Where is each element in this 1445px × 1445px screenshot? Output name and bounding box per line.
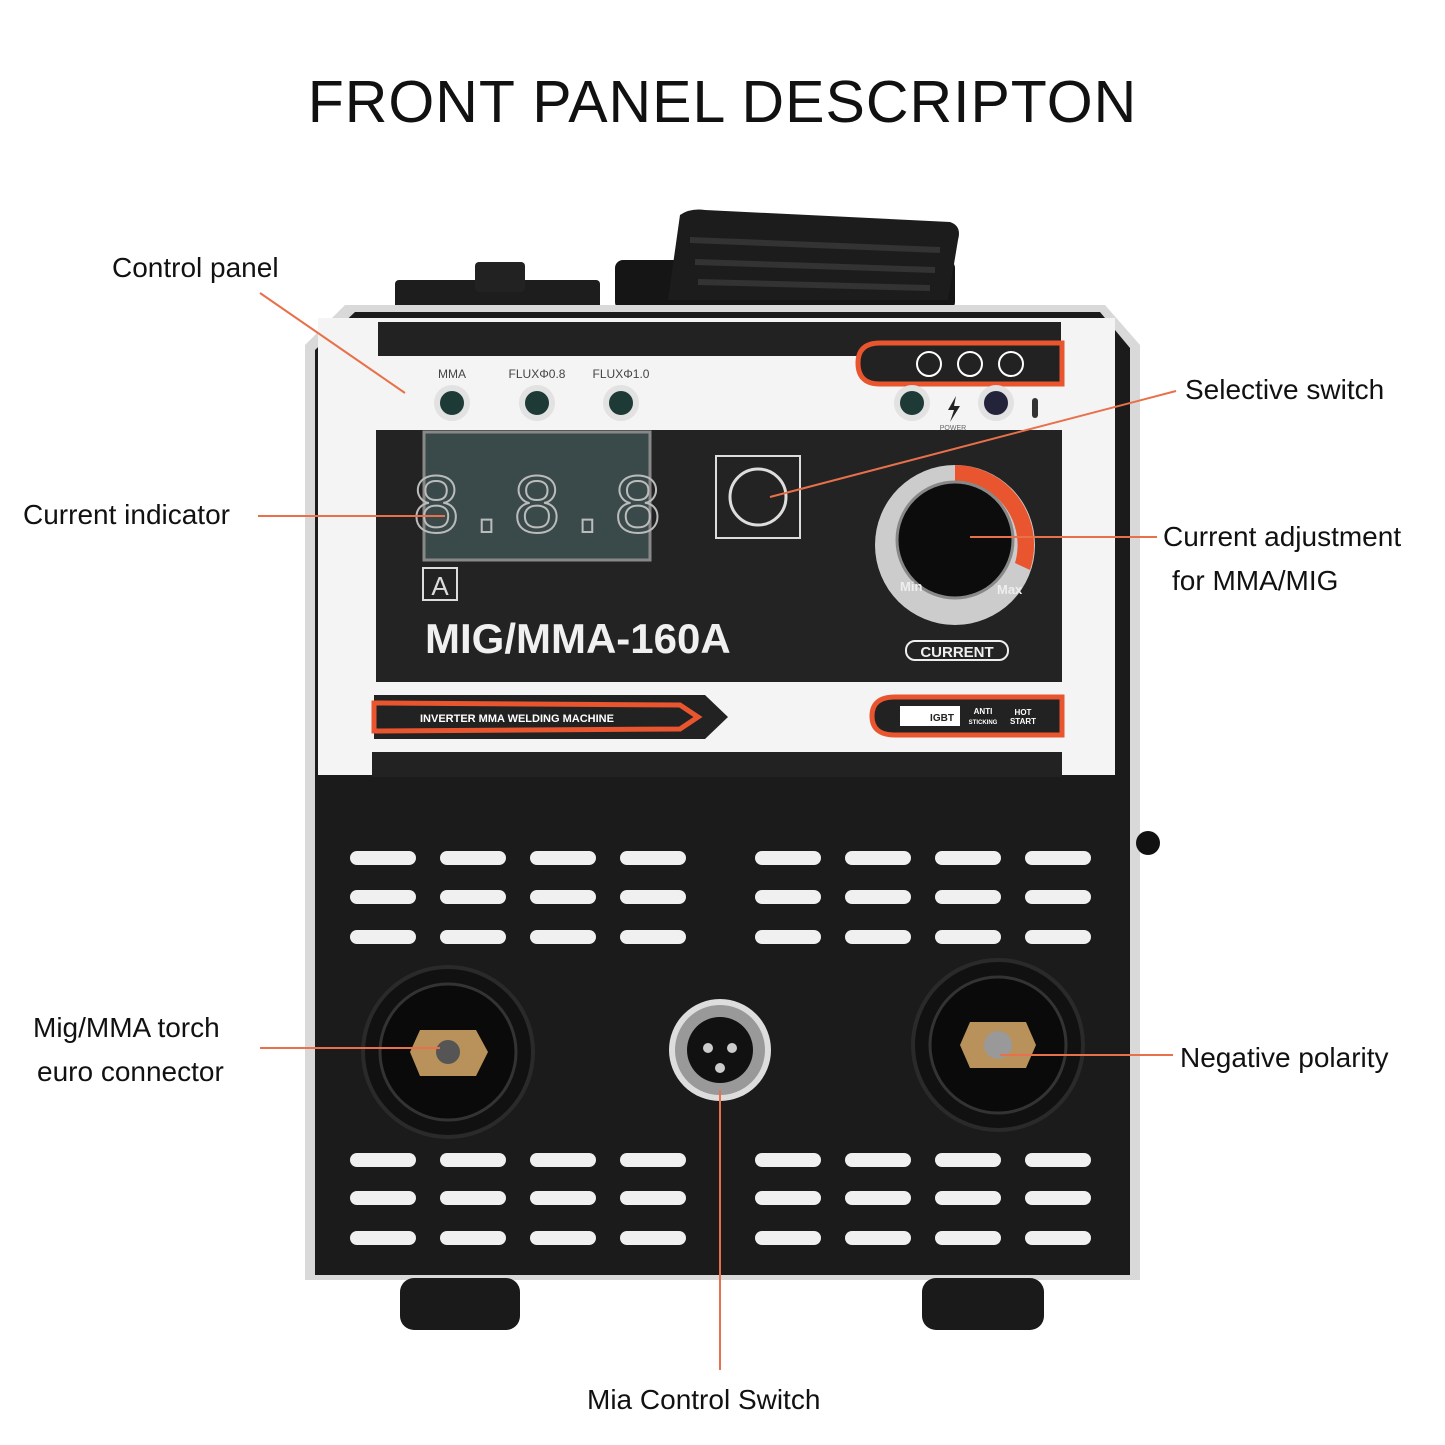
display-digits: 8.8.8 — [411, 463, 663, 558]
manual-icon — [957, 351, 983, 377]
vent-slot — [440, 930, 506, 944]
vent-slot — [530, 890, 596, 904]
vent-slot — [350, 1191, 416, 1205]
thermometer-icon — [1032, 398, 1038, 418]
carry-handle — [395, 209, 959, 310]
badge-start: START — [1010, 717, 1036, 726]
vent-slot — [530, 1231, 596, 1245]
overheat-led — [978, 385, 1014, 421]
vent-slot — [530, 851, 596, 865]
callout-negative-polarity: Negative polarity — [1180, 1042, 1389, 1073]
vent-slot — [755, 930, 821, 944]
vent-slot — [935, 930, 1001, 944]
foot-right — [922, 1278, 1044, 1330]
vent-slot — [1025, 1153, 1091, 1167]
mode-label-flux08: FLUXΦ0.8 — [509, 367, 566, 381]
vent-slot — [350, 851, 416, 865]
vent-slot — [620, 1191, 686, 1205]
vent-slot — [440, 1191, 506, 1205]
vent-slot — [350, 890, 416, 904]
unit-label: A — [431, 571, 449, 601]
helmet-icon — [998, 351, 1024, 377]
vent-slot — [1025, 890, 1091, 904]
mode-label-mma: MMA — [438, 367, 466, 381]
badge-hot: HOT — [1015, 708, 1032, 717]
callout-torch-2: euro connector — [37, 1056, 224, 1087]
model-name: MIG/MMA-160A — [425, 615, 731, 662]
vent-slot — [935, 1231, 1001, 1245]
vent-slot — [845, 1153, 911, 1167]
vent-slot — [845, 851, 911, 865]
vent-slot — [935, 851, 1001, 865]
no-dispose-icon — [916, 351, 942, 377]
safety-icons-strip — [855, 340, 1065, 387]
knob-min: Min — [900, 579, 922, 594]
vent-slot — [935, 1191, 1001, 1205]
callout-selective-switch: Selective switch — [1185, 374, 1385, 405]
badge-sticking: STICKING — [969, 720, 998, 726]
vent-slot — [1025, 851, 1091, 865]
vent-slot — [1025, 1191, 1091, 1205]
vent-slot — [845, 1231, 911, 1245]
vent-slot — [440, 1231, 506, 1245]
rotate-icon — [728, 467, 788, 527]
vent-slot — [350, 930, 416, 944]
page-title: FRONT PANEL DESCRIPTON — [307, 69, 1138, 135]
vent-slot — [1025, 1231, 1091, 1245]
badge-igbt: IGBT — [930, 713, 954, 724]
current-display — [422, 430, 652, 562]
vent-slot — [440, 890, 506, 904]
knob-max: Max — [997, 582, 1023, 597]
vent-slot — [1025, 930, 1091, 944]
callout-control-switch: Mia Control Switch — [587, 1384, 821, 1415]
callout-current-adjustment-2: for MMA/MIG — [1172, 565, 1339, 596]
vent-slot — [755, 890, 821, 904]
vent-slot — [620, 1231, 686, 1245]
power-icon — [948, 396, 960, 422]
vent-slot — [935, 1153, 1001, 1167]
callout-current-adjustment-1: Current adjustment — [1163, 521, 1402, 552]
badge-anti: ANTI — [974, 707, 993, 716]
mode-led-flux10 — [603, 385, 639, 421]
vent-slot — [755, 1191, 821, 1205]
mode-label-flux10: FLUXΦ1.0 — [593, 367, 650, 381]
vent-slot — [350, 1231, 416, 1245]
vent-slot — [755, 1153, 821, 1167]
banner-text: INVERTER MMA WELDING MACHINE — [420, 713, 614, 725]
mode-led-mma — [434, 385, 470, 421]
vent-slot — [530, 930, 596, 944]
vent-slot — [620, 851, 686, 865]
vent-grille — [350, 851, 1091, 1245]
vent-slot — [530, 1153, 596, 1167]
vent-slot — [755, 851, 821, 865]
foot-left — [400, 1278, 520, 1330]
vent-slot — [935, 890, 1001, 904]
vent-slot — [620, 1153, 686, 1167]
vent-slot — [620, 930, 686, 944]
vent-slot — [440, 1153, 506, 1167]
callout-current-indicator: Current indicator — [23, 499, 230, 530]
current-knob[interactable] — [895, 480, 1015, 600]
vent-slot — [620, 890, 686, 904]
vent-slot — [845, 890, 911, 904]
leader-lines — [258, 292, 1177, 1370]
side-switch — [1136, 831, 1160, 855]
vent-slot — [845, 1191, 911, 1205]
power-label: POWER — [940, 425, 966, 432]
power-led — [894, 385, 930, 421]
knob-label: CURRENT — [920, 644, 993, 661]
callout-control-panel: Control panel — [112, 252, 279, 283]
vent-slot — [755, 1231, 821, 1245]
vent-slot — [440, 851, 506, 865]
vent-slot — [350, 1153, 416, 1167]
vent-slot — [530, 1191, 596, 1205]
selective-switch[interactable] — [715, 455, 801, 539]
mode-led-flux08 — [519, 385, 555, 421]
callout-torch-1: Mig/MMA torch — [33, 1012, 220, 1043]
vent-slot — [845, 930, 911, 944]
